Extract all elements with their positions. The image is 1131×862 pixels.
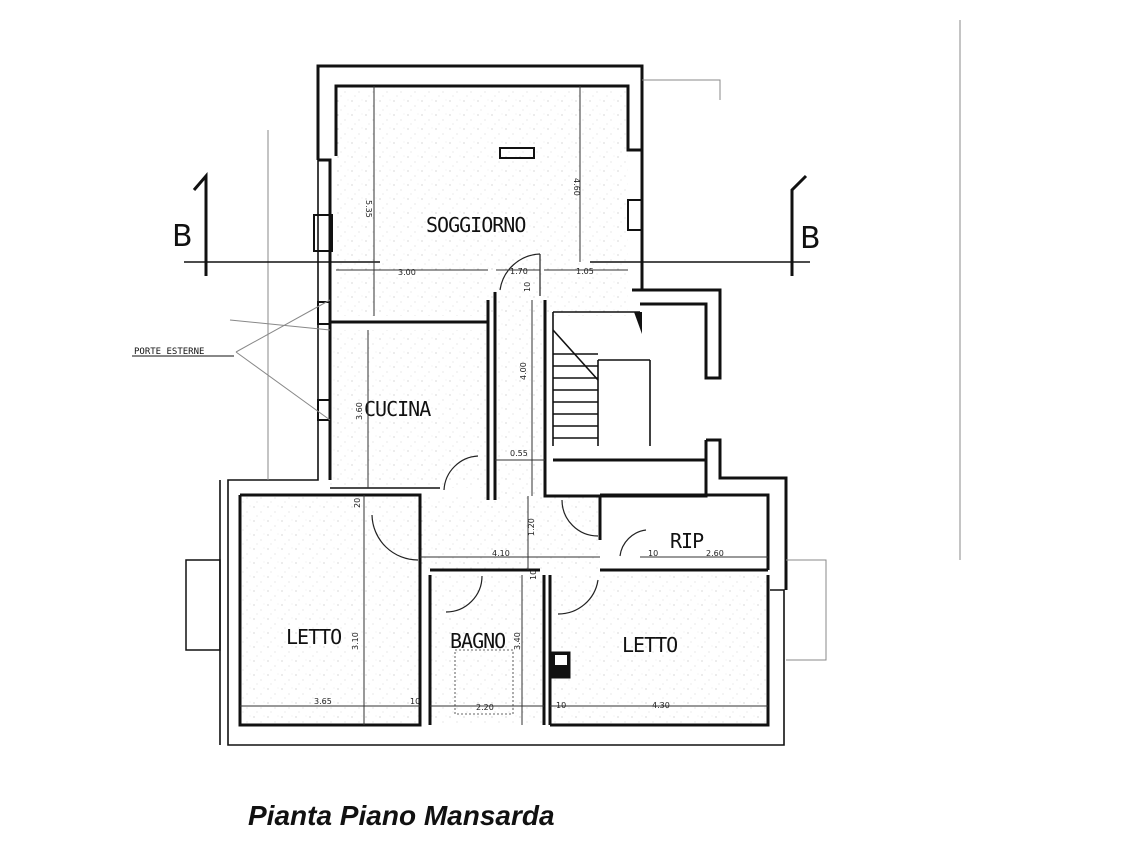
dim-bagno-width: 2.20 [476,703,494,712]
dim-rip-small: 10 [648,549,658,558]
dim-wall-top: 10 [523,282,532,292]
room-label-letto-left: LETTO [286,625,341,649]
dim-letto-left-width: 3.65 [314,697,332,706]
dim-rip-width: 2.60 [706,549,724,558]
dim-wall-low: 20 [353,498,362,508]
dim-side-width: 1.05 [576,267,594,276]
dim-wall-mid: 10 [529,570,538,580]
dim-letto-left-height: 3.10 [351,632,360,650]
doors [371,253,647,615]
dim-bagno-height: 3.40 [513,632,522,650]
room-label-letto-right: LETTO [622,633,677,657]
dim-wall-right: 10 [556,701,566,710]
room-fills [240,86,768,725]
outer-walls [219,64,788,746]
dim-corridor-width: 0.55 [510,449,528,458]
section-marker-left: B [172,219,193,254]
dim-stair-height: 4.00 [519,362,528,380]
dim-letto-right-width: 4.30 [652,701,670,710]
roof-projection [267,20,961,661]
dim-hall-width: 4.10 [492,549,510,558]
dim-cucina-height: 3.60 [355,402,364,420]
room-label-soggiorno: SOGGIORNO [426,213,525,237]
plan-caption: Pianta Piano Mansarda [248,800,555,831]
room-label-bagno: BAGNO [450,629,505,653]
external-doors-leader [229,299,331,421]
external-doors-note: PORTE ESTERNE [134,347,204,357]
section-marker-right: B [800,221,821,256]
window-details [185,147,643,679]
dim-door-width: 1.70 [510,267,528,276]
dim-wall-left: 10 [410,697,420,706]
room-label-cucina: CUCINA [364,397,431,421]
dim-soggiorno-width: 3.00 [398,268,416,277]
stairs [552,311,651,446]
dim-soggiorno-height: 5.35 [364,200,373,218]
dim-soggiorno-height-2: 4.60 [572,178,581,196]
section-line [184,171,810,276]
dimension-lines [240,86,768,725]
dim-corridor-height: 1.20 [527,518,536,536]
room-label-rip: RIP [670,529,704,553]
